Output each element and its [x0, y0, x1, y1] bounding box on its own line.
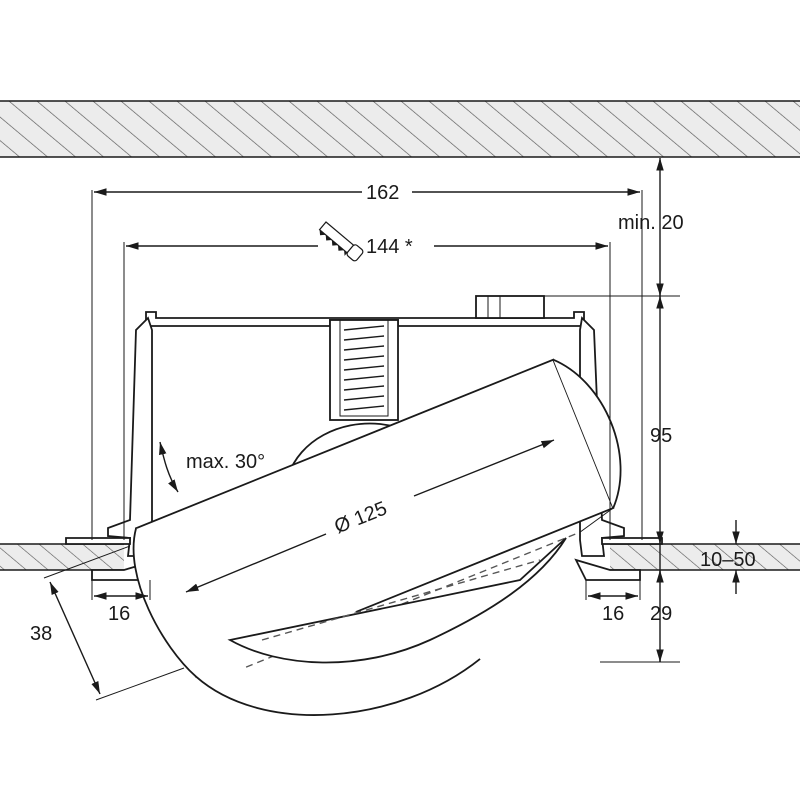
label-min-20: min. 20 — [618, 212, 684, 234]
spring — [329, 319, 399, 421]
label-16-left: 16 — [108, 603, 130, 625]
structural-ceiling — [0, 100, 800, 158]
label-144: 144 * — [366, 236, 413, 258]
label-95: 95 — [650, 425, 672, 447]
label-38: 38 — [30, 623, 52, 645]
dimension-10-50: 10–50 — [700, 520, 756, 594]
dimension-38: 38 — [30, 545, 185, 701]
dimension-144: 144 * — [123, 221, 611, 540]
label-16-right: 16 — [602, 603, 624, 625]
label-162: 162 — [366, 182, 399, 204]
dimension-16-left: 16 — [91, 570, 151, 625]
dimension-162: 162 — [91, 182, 643, 540]
label-10-50: 10–50 — [700, 549, 756, 571]
suspended-ceiling — [0, 543, 800, 571]
dimension-16-right: 16 — [585, 580, 641, 625]
label-29: 29 — [650, 603, 672, 625]
lamp-cylinder — [132, 358, 622, 716]
dimension-vertical-chain: min. 20 95 29 — [544, 158, 684, 663]
saw-icon — [318, 221, 364, 262]
lamp-reflector — [227, 537, 567, 664]
label-max-30: max. 30° — [186, 451, 265, 473]
tilt-angle-indicator: max. 30° — [159, 441, 265, 493]
